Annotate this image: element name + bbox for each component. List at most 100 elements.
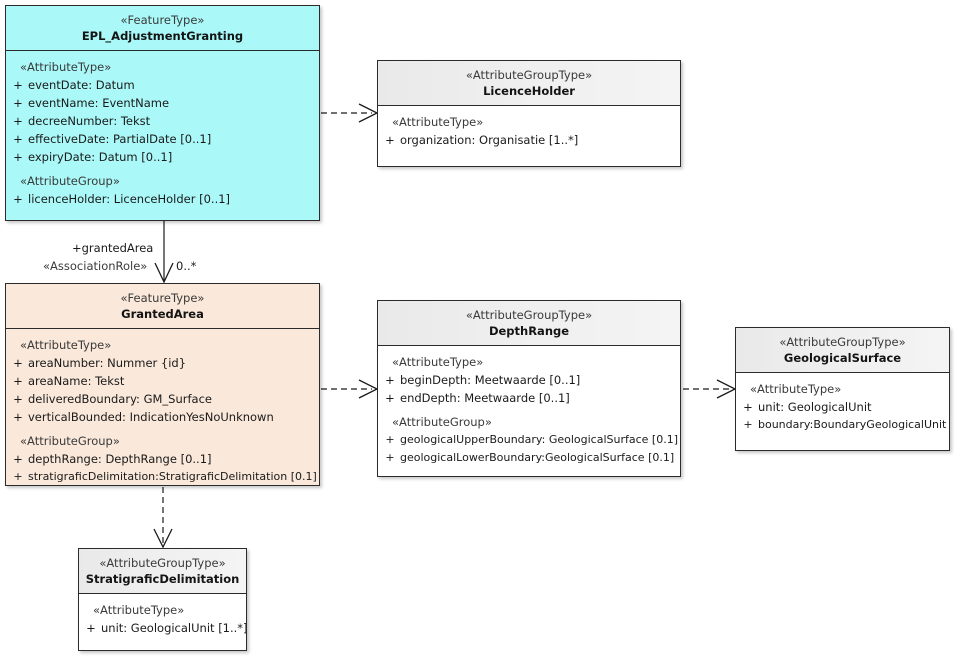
attribute-text: boundary:BoundaryGeologicalUnit [758,418,947,431]
attribute-visibility: + [743,418,753,431]
attribute-text: geologicalUpperBoundary: GeologicalSurfa… [400,433,679,446]
attribute-visibility: + [385,391,395,405]
attribute-visibility: + [13,452,23,466]
attribute-visibility: + [13,96,23,110]
connector-epl-to-grantedarea [154,221,174,284]
class-body: «AttributeType» + eventDate: Datum + eve… [6,51,319,214]
uml-class-geological-surface[interactable]: «AttributeGroupType» GeologicalSurface «… [735,327,950,451]
association-multiplicity: 0..* [176,259,197,273]
attribute-visibility: + [385,133,395,147]
attribute-text: stratigraficDelimitation:StratigraficDel… [28,470,317,483]
attribute-row: + geologicalUpperBoundary: GeologicalSur… [380,431,678,449]
class-stereotype: «AttributeGroupType» [465,68,593,82]
attribute-row: + deliveredBoundary: GM_Surface [8,390,317,408]
attribute-visibility: + [385,451,395,464]
attribute-row: + licenceHolder: LicenceHolder [0..1] [8,190,317,208]
uml-class-stratigrafic-delimitation[interactable]: «AttributeGroupType» StratigraficDelimit… [78,548,247,651]
attribute-text: decreeNumber: Tekst [28,114,151,128]
attribute-visibility: + [13,410,23,424]
attribute-text: areaName: Tekst [28,374,125,388]
class-name: DepthRange [488,324,570,338]
attribute-text: depthRange: DepthRange [0..1] [28,452,212,466]
class-body: «AttributeType» + beginDepth: Meetwaarde… [378,346,680,473]
attribute-text: organization: Organisatie [1..*] [400,133,579,147]
attribute-row: + unit: GeologicalUnit [1..*] [81,619,247,637]
attribute-visibility: + [13,78,23,92]
connector-depthrange-to-geologicalsurface [683,379,737,399]
attribute-text: verticalBounded: IndicationYesNoUnknown [28,410,274,424]
attribute-visibility: + [385,373,395,387]
attribute-row: + unit: GeologicalUnit [738,398,947,416]
attribute-text: unit: GeologicalUnit [758,400,872,414]
attribute-text: eventName: EventName [28,96,170,110]
attribute-text: effectiveDate: PartialDate [0..1] [28,132,212,146]
compartment-group-label: «AttributeGroup» [20,434,120,448]
attribute-text: endDepth: Meetwaarde [0..1] [400,391,570,405]
compartment-group-label: «AttributeType» [392,355,484,369]
attribute-visibility: + [13,114,23,128]
class-header: «AttributeGroupType» StratigraficDelimit… [79,549,246,594]
class-body: «AttributeType» + unit: GeologicalUnit +… [736,373,949,440]
attribute-row: + beginDepth: Meetwaarde [0..1] [380,371,678,389]
attribute-visibility: + [13,470,23,483]
class-name: GrantedArea [121,307,204,321]
class-stereotype: «AttributeGroupType» [465,308,593,322]
attribute-row: + areaName: Tekst [8,372,317,390]
attribute-row: + expiryDate: Datum [0..1] [8,148,317,166]
class-name: EPL_AdjustmentGranting [81,29,244,43]
attribute-visibility: + [13,374,23,388]
attribute-row: + boundary:BoundaryGeologicalUnit [738,416,947,434]
attribute-text: eventDate: Datum [28,78,135,92]
attribute-text: areaNumber: Nummer {id} [28,356,187,370]
class-name: LicenceHolder [483,84,575,98]
attribute-row: + effectiveDate: PartialDate [0..1] [8,130,317,148]
class-stereotype: «FeatureType» [120,13,205,27]
uml-class-epl-adjustment-granting[interactable]: «FeatureType» EPL_AdjustmentGranting «At… [5,5,320,221]
class-body: «AttributeType» + unit: GeologicalUnit [… [79,594,246,643]
class-stereotype: «FeatureType» [120,291,205,305]
class-name: GeologicalSurface [783,351,902,365]
attribute-row: + depthRange: DepthRange [0..1] [8,450,317,468]
compartment-group-label: «AttributeType» [93,603,185,617]
connector-epl-to-licenceholder [321,103,379,123]
uml-class-licence-holder[interactable]: «AttributeGroupType» LicenceHolder «Attr… [377,60,681,167]
association-role-stereotype: «AssociationRole» [43,259,148,273]
attribute-row: + eventDate: Datum [8,76,317,94]
attribute-visibility: + [13,392,23,406]
uml-class-depth-range[interactable]: «AttributeGroupType» DepthRange «Attribu… [377,300,681,477]
class-header: «AttributeGroupType» LicenceHolder [378,61,680,106]
attribute-visibility: + [86,621,96,635]
attribute-text: expiryDate: Datum [0..1] [28,150,173,164]
attribute-row: + verticalBounded: IndicationYesNoUnknow… [8,408,317,426]
connector-grantedarea-to-stratigraficdelimitation [153,487,173,549]
compartment-group-label: «AttributeGroup» [392,415,492,429]
attribute-visibility: + [743,400,753,414]
class-header: «FeatureType» EPL_AdjustmentGranting [6,6,319,51]
attribute-row: + organization: Organisatie [1..*] [380,131,678,149]
attribute-row: + geologicalLowerBoundary:GeologicalSurf… [380,449,678,467]
attribute-row: + stratigraficDelimitation:StratigraficD… [8,468,317,485]
class-header: «AttributeGroupType» DepthRange [378,301,680,346]
attribute-text: geologicalLowerBoundary:GeologicalSurfac… [400,451,675,464]
attribute-text: beginDepth: Meetwaarde [0..1] [400,373,581,387]
class-name: StratigraficDelimitation [85,572,240,586]
class-stereotype: «AttributeGroupType» [99,556,226,570]
class-body: «AttributeType» + organization: Organisa… [378,106,680,155]
attribute-visibility: + [13,132,23,146]
attribute-visibility: + [385,433,395,446]
association-role-name: +grantedArea [72,241,154,255]
attribute-text: unit: GeologicalUnit [1..*] [101,621,247,635]
class-header: «FeatureType» GrantedArea [6,284,319,329]
class-header: «AttributeGroupType» GeologicalSurface [736,328,949,373]
connector-grantedarea-to-depthrange [321,379,379,399]
class-stereotype: «AttributeGroupType» [779,335,906,349]
compartment-group-label: «AttributeType» [392,115,484,129]
class-body: «AttributeType» + areaNumber: Nummer {id… [6,329,319,485]
compartment-group-label: «AttributeType» [20,60,112,74]
attribute-row: + decreeNumber: Tekst [8,112,317,130]
uml-class-granted-area[interactable]: «FeatureType» GrantedArea «AttributeType… [5,283,320,486]
compartment-group-label: «AttributeType» [20,338,112,352]
attribute-text: deliveredBoundary: GM_Surface [28,392,212,406]
attribute-visibility: + [13,192,23,206]
attribute-row: + eventName: EventName [8,94,317,112]
